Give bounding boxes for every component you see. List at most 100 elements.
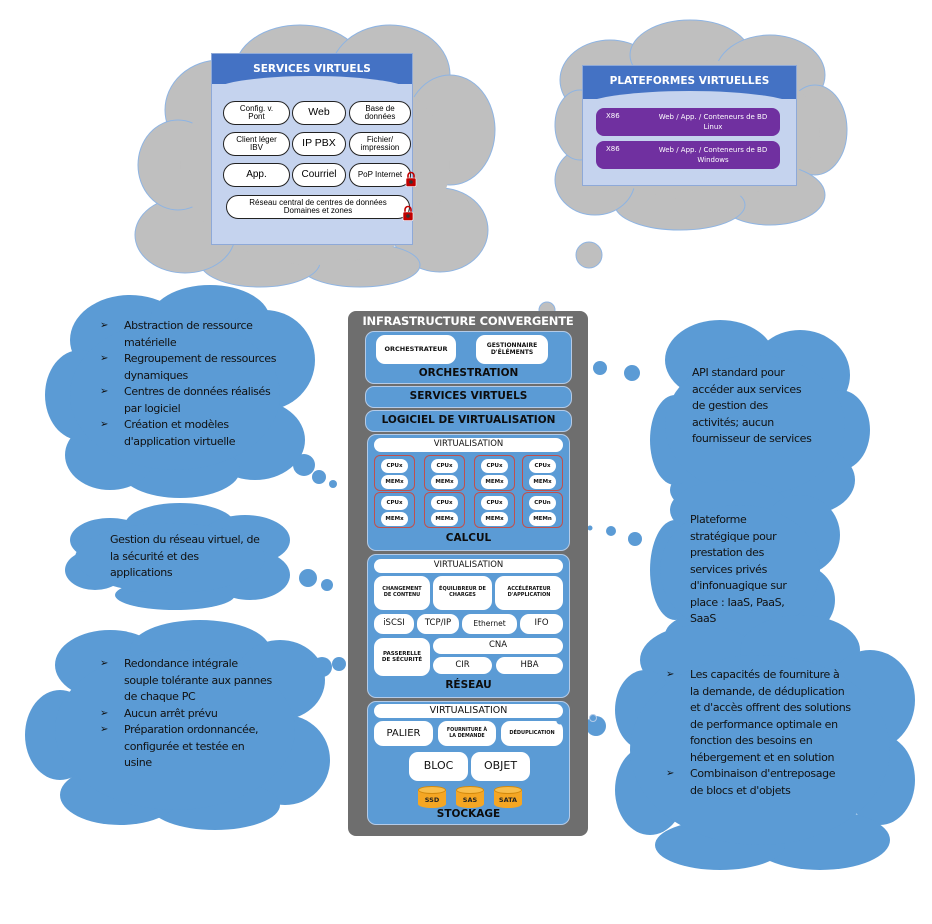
disk-ssd[interactable]: SSD bbox=[418, 786, 446, 808]
platform-row[interactable]: X86 Web / App. / Conteneurs de BD Window… bbox=[596, 141, 780, 169]
gestionnaire-elements-box[interactable]: GESTIONNAIRE D'ÉLÉMENTS bbox=[476, 335, 548, 364]
disk-sata[interactable]: SATA bbox=[494, 786, 522, 808]
compute-node[interactable]: CPUx MEMx bbox=[424, 455, 465, 491]
mem-chip: MEMn bbox=[529, 512, 556, 526]
thought-bubble bbox=[575, 241, 603, 269]
equilibreur-charges-box[interactable]: ÉQUILIBREUR DE CHARGES bbox=[433, 576, 492, 610]
cpu-chip: CPUx bbox=[431, 496, 458, 510]
compute-node[interactable]: CPUx MEMx bbox=[374, 492, 415, 528]
services-virtuels-label: SERVICES VIRTUELS bbox=[409, 390, 528, 402]
service-pill-wide[interactable]: Réseau central de centres de données Dom… bbox=[226, 195, 410, 219]
protocol-ifo[interactable]: IFO bbox=[520, 614, 563, 634]
cpu-chip: CPUx bbox=[381, 459, 408, 473]
thought-bubble bbox=[624, 365, 640, 381]
orchestration-layer[interactable]: ORCHESTRATEUR GESTIONNAIRE D'ÉLÉMENTS OR… bbox=[365, 331, 572, 384]
compute-node[interactable]: CPUx MEMx bbox=[424, 492, 465, 528]
calcul-virtualisation-bar[interactable]: VIRTUALISATION bbox=[374, 438, 563, 452]
disk-sas[interactable]: SAS bbox=[456, 786, 484, 808]
thought-bubble bbox=[312, 470, 326, 484]
thought-bubble bbox=[606, 526, 616, 536]
callout-bullet: Les capacités de fourniture à la demande… bbox=[666, 667, 851, 766]
orchestrateur-box[interactable]: ORCHESTRATEUR bbox=[376, 335, 456, 364]
service-pill[interactable]: Base de données bbox=[349, 101, 411, 125]
mem-chip: MEMx bbox=[529, 475, 556, 489]
platform-os: Linux bbox=[703, 123, 723, 132]
platform-row[interactable]: X86 Web / App. / Conteneurs de BD Linux bbox=[596, 108, 780, 136]
mem-chip: MEMx bbox=[431, 475, 458, 489]
logiciel-virtualisation-layer[interactable]: LOGICIEL DE VIRTUALISATION bbox=[365, 410, 572, 432]
reseau-virtualisation-bar[interactable]: VIRTUALISATION bbox=[374, 559, 563, 573]
callout-bullet: Combinaison d'entreposage de blocs et d'… bbox=[666, 766, 851, 799]
service-pill[interactable]: Config. v. Pont bbox=[223, 101, 290, 125]
platform-arch: X86 bbox=[606, 112, 620, 120]
lock-icon bbox=[405, 171, 417, 187]
changement-contenu-box[interactable]: CHANGEMENT DE CONTENU bbox=[374, 576, 430, 610]
stockage-label: STOCKAGE bbox=[436, 808, 501, 820]
cpu-chip: CPUx bbox=[529, 459, 556, 473]
database-icon bbox=[418, 790, 446, 808]
services-virtuels-layer[interactable]: SERVICES VIRTUELS bbox=[365, 386, 572, 408]
thought-bubble bbox=[586, 716, 606, 736]
thought-bubble bbox=[628, 532, 642, 546]
services-panel-header: SERVICES VIRTUELS bbox=[212, 54, 412, 92]
fourniture-demande-box[interactable]: FOURNITURE À LA DEMANDE bbox=[438, 721, 496, 746]
platforms-panel-header: PLATEFORMES VIRTUELLES bbox=[583, 66, 796, 107]
callout-bullet: Redondance intégrale souple tolérante au… bbox=[100, 656, 275, 706]
compute-node[interactable]: CPUx MEMx bbox=[374, 455, 415, 491]
plateformes-virtuelles-panel: PLATEFORMES VIRTUELLES X86 Web / App. / … bbox=[582, 65, 797, 186]
protocol-iscsi[interactable]: iSCSI bbox=[374, 614, 414, 634]
stockage-virtualisation-bar[interactable]: VIRTUALISATION bbox=[374, 704, 563, 718]
callout-left-bottom: Redondance intégrale souple tolérante au… bbox=[100, 656, 275, 772]
callout-bullet: Aucun arrêt prévu bbox=[100, 706, 275, 723]
database-icon bbox=[494, 790, 522, 808]
compute-node[interactable]: CPUx MEMx bbox=[522, 455, 563, 491]
thought-bubble bbox=[299, 569, 317, 587]
service-pill[interactable]: PoP Internet bbox=[349, 163, 411, 187]
objet-box[interactable]: OBJET bbox=[471, 752, 530, 781]
reseau-layer[interactable]: VIRTUALISATION CHANGEMENT DE CONTENU ÉQU… bbox=[367, 554, 570, 698]
cloud-left-middle bbox=[65, 503, 290, 610]
callout-bullet: Préparation ordonnancée, configurée et t… bbox=[100, 722, 275, 772]
cloud-right-top bbox=[650, 320, 870, 515]
bloc-box[interactable]: BLOC bbox=[409, 752, 468, 781]
mem-chip: MEMx bbox=[431, 512, 458, 526]
palier-box[interactable]: PALIER bbox=[374, 721, 433, 746]
callout-right-bottom: Les capacités de fourniture à la demande… bbox=[666, 667, 851, 799]
logiciel-virtualisation-label: LOGICIEL DE VIRTUALISATION bbox=[381, 414, 556, 426]
compute-node[interactable]: CPUn MEMn bbox=[522, 492, 563, 528]
service-pill[interactable]: Fichier/ impression bbox=[349, 132, 411, 156]
infrastructure-convergente: INFRASTRUCTURE CONVERGENTE ORCHESTRATEUR… bbox=[348, 311, 588, 836]
compute-node[interactable]: CPUx MEMx bbox=[474, 492, 515, 528]
hba-box[interactable]: HBA bbox=[496, 657, 563, 674]
thought-bubble bbox=[312, 657, 332, 677]
callout-bullet: Regroupement de ressources dynamiques bbox=[100, 351, 280, 384]
callout-left-top: Abstraction de ressource matérielleRegro… bbox=[100, 318, 280, 450]
passerelle-securite-box[interactable]: PASSERELLE DE SÉCURITÉ bbox=[374, 638, 430, 676]
services-panel-title: SERVICES VIRTUELS bbox=[253, 63, 371, 75]
compute-node[interactable]: CPUx MEMx bbox=[474, 455, 515, 491]
calcul-label: CALCUL bbox=[445, 532, 492, 544]
accelerateur-application-box[interactable]: ACCÉLÉRATEUR D'APPLICATION bbox=[495, 576, 563, 610]
thought-bubble bbox=[329, 480, 337, 488]
cna-box[interactable]: CNA bbox=[433, 638, 563, 654]
mem-chip: MEMx bbox=[481, 512, 508, 526]
protocol-ethernet[interactable]: Ethernet bbox=[462, 614, 517, 634]
platform-arch: X86 bbox=[606, 145, 620, 153]
protocol-tcpip[interactable]: TCP/IP bbox=[417, 614, 459, 634]
platform-desc: Web / App. / Conteneurs de BD bbox=[658, 113, 768, 121]
service-pill[interactable]: Client léger IBV bbox=[223, 132, 290, 156]
service-pill[interactable]: Web bbox=[292, 101, 346, 125]
callout-right-middle: Plateforme stratégique pour prestation d… bbox=[690, 513, 787, 625]
callout-bullet: Création et modèles d'application virtue… bbox=[100, 417, 280, 450]
callout-bullet: Abstraction de ressource matérielle bbox=[100, 318, 280, 351]
cpu-chip: CPUx bbox=[381, 496, 408, 510]
service-pill[interactable]: IP PBX bbox=[292, 132, 346, 156]
orchestration-label: ORCHESTRATION bbox=[418, 367, 519, 379]
cir-box[interactable]: CIR bbox=[433, 657, 492, 674]
thought-bubble bbox=[332, 657, 346, 671]
service-pill[interactable]: App. bbox=[223, 163, 290, 187]
deduplication-box[interactable]: DÉDUPLICATION bbox=[501, 721, 563, 746]
stockage-layer[interactable]: VIRTUALISATION PALIER FOURNITURE À LA DE… bbox=[367, 701, 570, 825]
service-pill[interactable]: Courriel bbox=[292, 163, 346, 187]
